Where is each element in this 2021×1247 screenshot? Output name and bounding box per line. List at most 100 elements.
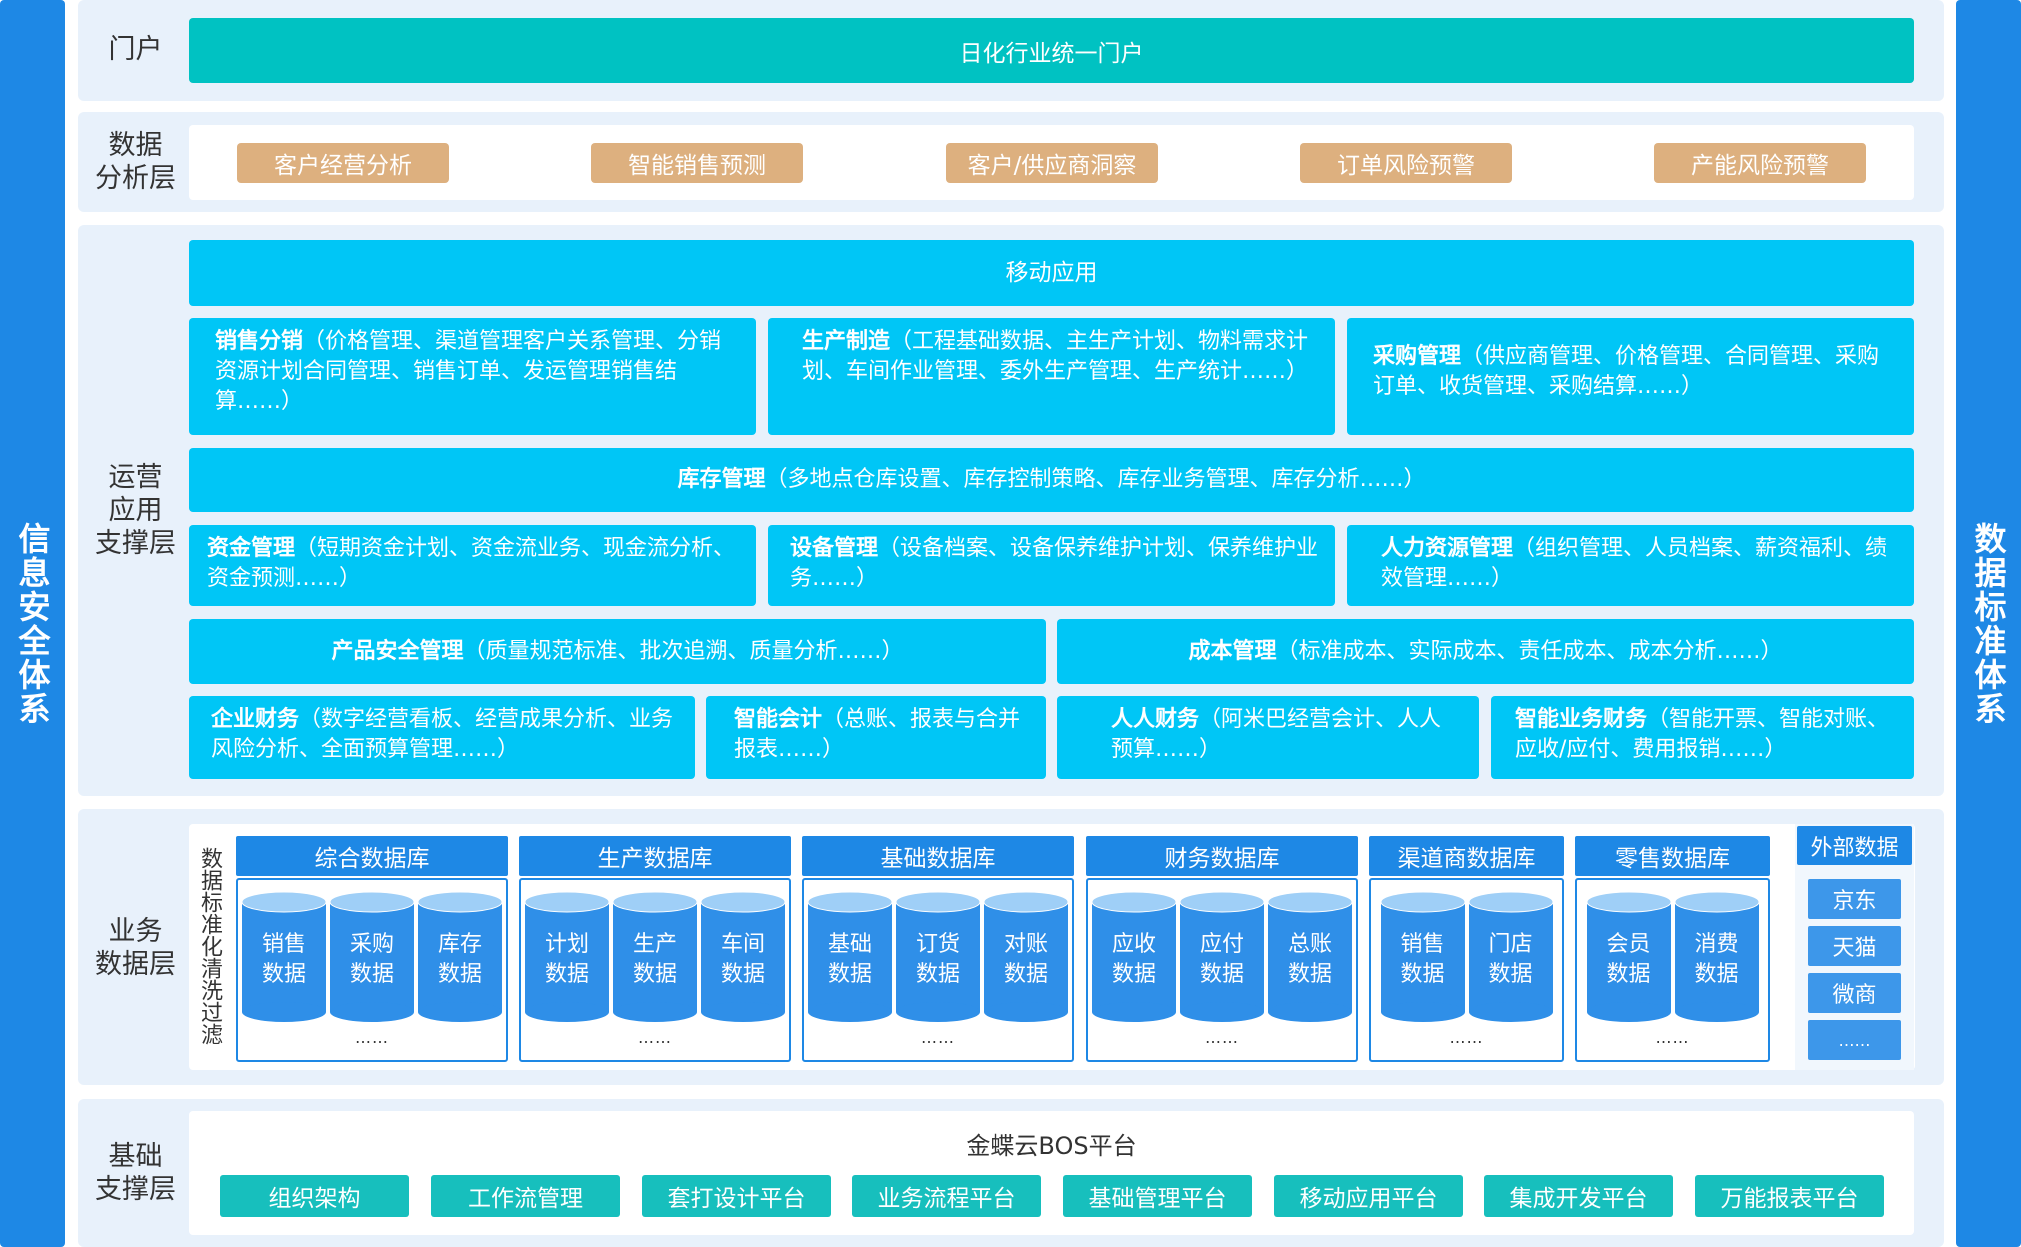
database-more: ……	[921, 1028, 955, 1047]
module-sales: 销售分销（价格管理、渠道管理客户关系管理、分销资源计划合同管理、销售订单、发运管…	[189, 318, 756, 435]
left-sidebar: 信息安全体系	[0, 0, 65, 1247]
platform-item: 移动应用平台	[1274, 1175, 1463, 1217]
module-smart-business-finance: 智能业务财务（智能开票、智能对账、应收/应付、费用报销……）	[1491, 696, 1914, 779]
portal-bar: 日化行业统一门户	[189, 18, 1914, 83]
module-desc: （阿米巴经营会计、人人预算……）	[1111, 707, 1442, 762]
database-cylinder: 会员 数据	[1586, 892, 1671, 1022]
module-title: 生产制造	[802, 329, 891, 354]
database-title: 生产数据库	[519, 836, 791, 876]
database-item-label: 生产 数据	[632, 932, 677, 987]
database-cylinder: 采购 数据	[330, 892, 414, 1022]
database-item-label: 应付 数据	[1199, 932, 1244, 987]
database-item-label: 应收 数据	[1111, 932, 1156, 987]
database-cylinder: 订货 数据	[896, 892, 980, 1022]
module-desc: （工程基础数据、主生产计划、物料需求计划、车间作业管理、委外生产管理、生产统计……	[802, 329, 1309, 384]
database-cylinder: 消费 数据	[1674, 892, 1759, 1022]
module-enterprise-finance: 企业财务（数字经营看板、经营成果分析、业务风险分析、全面预算管理……）	[189, 696, 695, 779]
module-title: 产品安全管理	[331, 638, 464, 664]
external-item: 京东	[1808, 879, 1901, 919]
database-item-label: 基础 数据	[827, 932, 872, 987]
database-title: 渠道商数据库	[1369, 836, 1564, 876]
database-cylinder: 生产 数据	[613, 892, 697, 1022]
external-data-title: 外部数据	[1797, 826, 1912, 865]
external-item: 天猫	[1808, 926, 1901, 966]
platform-item: 集成开发平台	[1484, 1175, 1673, 1217]
database-title: 财务数据库	[1086, 836, 1358, 876]
module-smart-accounting: 智能会计（总账、报表与合并报表……）	[706, 696, 1046, 779]
module-title: 企业财务	[211, 707, 300, 732]
module-title: 智能会计	[734, 707, 823, 732]
module-desc: （总账、报表与合并报表……）	[734, 707, 1021, 762]
external-item: 微商	[1808, 973, 1901, 1013]
database-cylinder: 总账 数据	[1268, 892, 1352, 1022]
mobile-app-bar: 移动应用	[189, 240, 1914, 306]
module-title: 采购管理	[1373, 344, 1462, 369]
database-cylinder: 车间 数据	[701, 892, 785, 1022]
module-hr: 人力资源管理（组织管理、人员档案、薪资福利、绩效管理……）	[1347, 525, 1914, 606]
analysis-label: 数据 分析层	[95, 130, 176, 194]
module-title: 资金管理	[207, 536, 296, 561]
database-item-label: 车间 数据	[720, 932, 765, 987]
database-more: ……	[638, 1028, 672, 1047]
module-equipment: 设备管理（设备档案、设备保养维护计划、保养维护业务……）	[768, 525, 1335, 606]
database-title: 综合数据库	[236, 836, 508, 876]
database-item-label: 消费 数据	[1694, 932, 1739, 987]
module-title: 库存管理	[677, 467, 766, 492]
module-inventory: 库存管理（多地点仓库设置、库存控制策略、库存业务管理、库存分析……）	[189, 448, 1914, 512]
business-data-label: 业务 数据层	[95, 916, 176, 980]
module-purchase: 采购管理（供应商管理、价格管理、合同管理、采购订单、收货管理、采购结算……）	[1347, 318, 1914, 435]
analysis-item: 产能风险预警	[1654, 143, 1866, 183]
database-cylinder: 应付 数据	[1180, 892, 1264, 1022]
platform-item: 万能报表平台	[1695, 1175, 1884, 1217]
module-title: 成本管理	[1188, 638, 1277, 664]
database-cylinder: 库存 数据	[418, 892, 502, 1022]
module-desc: （供应商管理、价格管理、合同管理、采购订单、收货管理、采购结算……）	[1373, 344, 1880, 399]
module-desc: （价格管理、渠道管理客户关系管理、分销资源计划合同管理、销售订单、发运管理销售结…	[215, 329, 722, 414]
platform-item: 组织架构	[220, 1175, 409, 1217]
module-cost: 成本管理（标准成本、实际成本、责任成本、成本分析……）	[1057, 619, 1914, 684]
database-more: ……	[1205, 1028, 1239, 1047]
module-title: 设备管理	[790, 536, 879, 561]
module-desc: （多地点仓库设置、库存控制策略、库存业务管理、库存分析……）	[765, 467, 1426, 492]
database-more: ……	[355, 1028, 389, 1047]
platform-item: 基础管理平台	[1063, 1175, 1252, 1217]
module-title: 人力资源管理	[1381, 536, 1514, 561]
module-desc: （短期资金计划、资金流业务、现金流分析、资金预测……）	[207, 536, 736, 591]
module-desc: （质量规范标准、批次追溯、质量分析……）	[463, 638, 904, 664]
database-cylinder: 基础 数据	[808, 892, 892, 1022]
database-item-label: 计划 数据	[544, 932, 589, 987]
database-cylinder: 门店 数据	[1468, 892, 1553, 1022]
database-more: ……	[1655, 1028, 1690, 1047]
database-item-label: 会员 数据	[1606, 932, 1651, 987]
database-item-label: 门店 数据	[1488, 932, 1533, 987]
cleaning-label: 数据标准化清洗过滤	[197, 847, 222, 1045]
module-desc: （智能开票、智能对账、应收/应付、费用报销……）	[1515, 707, 1890, 762]
platform-item: 业务流程平台	[852, 1175, 1041, 1217]
database-item-label: 销售 数据	[1400, 932, 1445, 987]
database-item-label: 订货 数据	[915, 932, 960, 987]
right-sidebar: 数据标准体系	[1956, 0, 2021, 1247]
operations-label: 运营 应用 支撑层	[95, 461, 176, 559]
analysis-item: 客户经营分析	[237, 143, 449, 183]
module-desc: （数字经营看板、经营成果分析、业务风险分析、全面预算管理……）	[211, 707, 674, 762]
module-title: 销售分销	[215, 329, 304, 354]
database-cylinder: 对账 数据	[984, 892, 1068, 1022]
portal-label: 门户	[108, 33, 163, 65]
database-more: ……	[1449, 1028, 1484, 1047]
right-sidebar-label: 数据标准体系	[1969, 521, 2008, 726]
module-product-safety: 产品安全管理（质量规范标准、批次追溯、质量分析……）	[189, 619, 1046, 684]
left-sidebar-label: 信息安全体系	[13, 521, 52, 726]
module-title: 人人财务	[1111, 707, 1200, 732]
database-cylinder: 应收 数据	[1092, 892, 1176, 1022]
database-item-label: 对账 数据	[1003, 932, 1048, 987]
database-cylinder: 计划 数据	[525, 892, 609, 1022]
module-desc: （设备档案、设备保养维护计划、保养维护业务……）	[790, 536, 1319, 591]
analysis-item: 智能销售预测	[591, 143, 803, 183]
database-title: 零售数据库	[1575, 836, 1770, 876]
database-item-label: 总账 数据	[1287, 932, 1332, 987]
module-title: 智能业务财务	[1515, 707, 1648, 732]
platform-title: 金蝶云BOS平台	[966, 1131, 1137, 1160]
platform-item: 工作流管理	[431, 1175, 620, 1217]
database-item-label: 采购 数据	[349, 932, 394, 987]
module-desc: （组织管理、人员档案、薪资福利、绩效管理……）	[1381, 536, 1888, 591]
